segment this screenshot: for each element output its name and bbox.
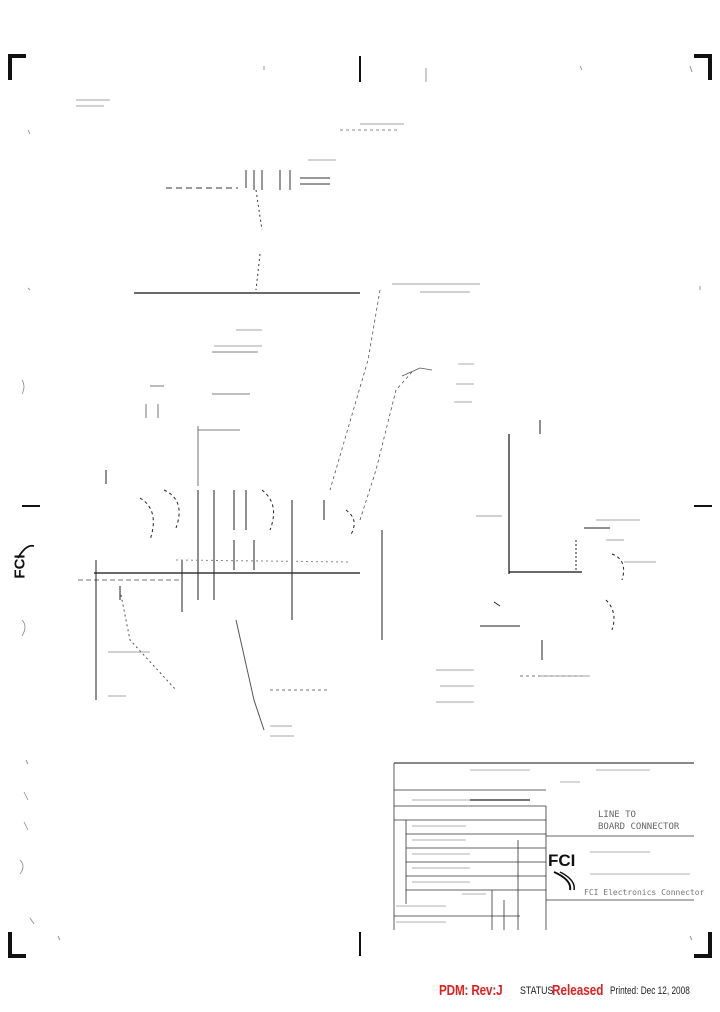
dimension-leaders (145, 289, 433, 521)
fci-logo: FCI (548, 852, 578, 896)
description-line2: BOARD CONNECTOR (598, 822, 680, 832)
zone-ticks (22, 56, 712, 956)
status-value: Released (552, 982, 604, 999)
document-status-bar: PDM: Rev:J STATUS Released Printed: Dec … (0, 982, 720, 1004)
front-view (78, 470, 383, 731)
top-view (134, 129, 400, 294)
company-name: FCI Electronics Connector (584, 888, 705, 897)
fci-side-logo: FCI (12, 544, 38, 588)
corner-marks (8, 54, 712, 958)
faint-annotations (76, 99, 656, 737)
description-line1: LINE TO (598, 810, 636, 820)
drawing-sheet (8, 54, 712, 958)
status-label: STATUS (520, 985, 554, 997)
printed-date: Printed: Dec 12, 2008 (610, 985, 690, 997)
zone-marks-faint (25, 65, 701, 941)
title-block (393, 762, 694, 930)
fci-logo-text: FCI (548, 851, 576, 870)
margin-marks (19, 379, 29, 875)
side-view (480, 420, 625, 677)
fci-side-swoosh-icon (17, 544, 35, 559)
pdm-revision: PDM: Rev:J (439, 982, 503, 999)
fci-swoosh-icon (553, 871, 575, 891)
